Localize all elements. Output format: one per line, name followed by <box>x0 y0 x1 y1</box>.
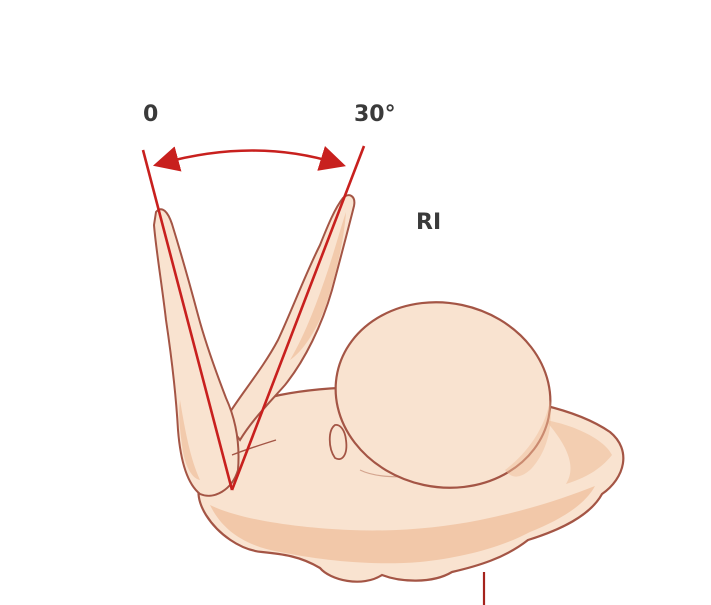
ear <box>330 425 347 459</box>
motion-label-ri: RI <box>416 212 441 234</box>
angle-label-zero: 0 <box>143 104 158 126</box>
angle-label-thirty: 30° <box>354 104 396 126</box>
rotation-arc-arrow <box>163 151 336 164</box>
